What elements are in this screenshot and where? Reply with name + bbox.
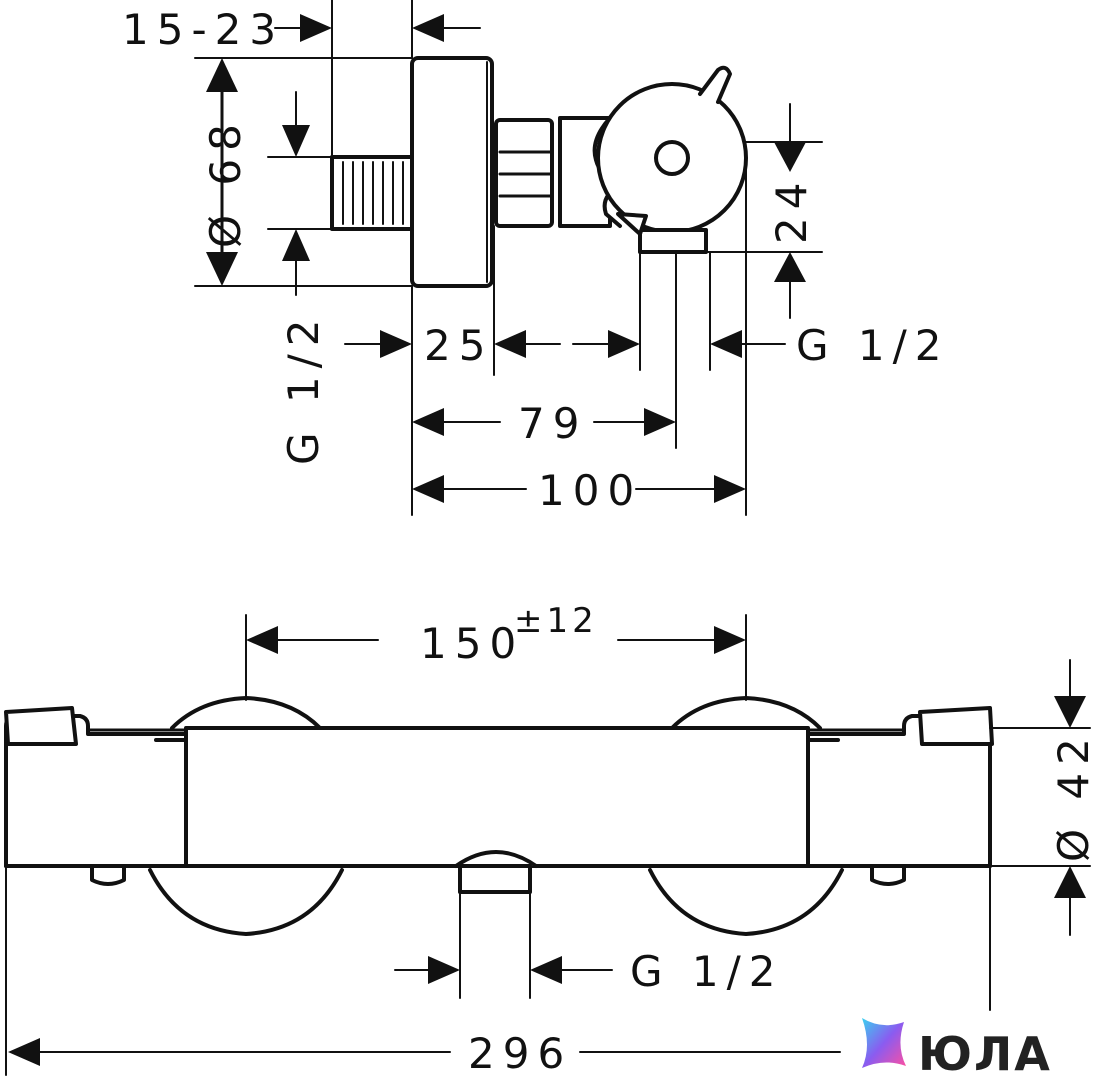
- mixer-body-side: [558, 65, 748, 254]
- dim-spacing-tol-label: ±12: [514, 601, 598, 641]
- front-view: 150 ±12 Ø 42 G 1/2: [4, 601, 1098, 1078]
- dim-spacing-base-label: 150: [420, 619, 524, 668]
- wall-flange: [410, 56, 494, 288]
- bottom-feet: [90, 866, 906, 886]
- dim-front-outlet-label: G 1/2: [630, 947, 784, 996]
- dim-25-row: 25 G 1/2: [344, 159, 950, 516]
- logo-text: ЮЛА: [918, 1027, 1052, 1081]
- dim-79: 79: [412, 399, 676, 448]
- dim-100: 100: [412, 466, 746, 515]
- flange-right: [648, 696, 844, 936]
- logo-mark-icon: [862, 1018, 906, 1068]
- dim-body-diameter-label: Ø 42: [1049, 730, 1098, 862]
- nut-connector: [494, 118, 554, 228]
- dim-inlet-thread: G 1/2: [267, 91, 333, 466]
- dim-inlet-thread-label: G 1/2: [279, 312, 328, 466]
- side-view: 15-23 Ø 68 G 1/2: [122, 0, 950, 516]
- dim-total-length-label: 296: [468, 1029, 572, 1078]
- dim-79-label: 79: [518, 399, 587, 448]
- mixer-body-front: [4, 706, 994, 868]
- dim-flange-diameter-label: Ø 68: [201, 116, 250, 248]
- dim-outlet-thread-label: G 1/2: [796, 321, 950, 370]
- dim-24-label: 24: [767, 175, 816, 244]
- dim-front-outlet: G 1/2: [394, 891, 784, 999]
- dim-total-length: 296: [5, 865, 991, 1078]
- dim-24: 24: [705, 103, 823, 319]
- dim-25-label: 25: [424, 321, 493, 370]
- dim-flange-diameter: Ø 68: [194, 57, 413, 287]
- dim-100-label: 100: [538, 466, 642, 515]
- dim-spacing: 150 ±12: [245, 601, 747, 701]
- dim-wall-gap-label: 15-23: [122, 5, 284, 54]
- dim-wall-gap: 15-23: [122, 0, 481, 158]
- inlet-thread: [330, 155, 414, 231]
- dim-body-diameter: Ø 42: [989, 659, 1098, 936]
- brand-logo: ЮЛА: [862, 1018, 1052, 1081]
- outlet-connector: [454, 850, 538, 894]
- flange-left: [148, 696, 344, 936]
